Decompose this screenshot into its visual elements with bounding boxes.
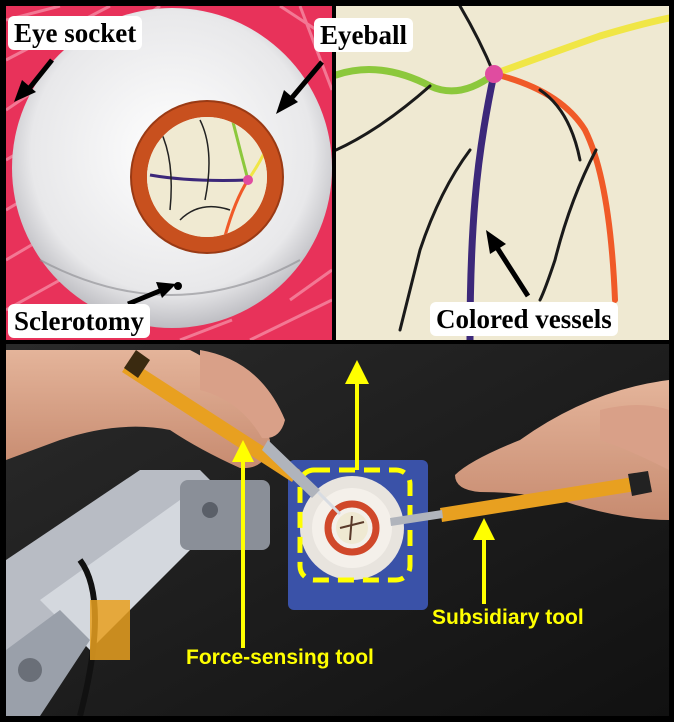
- vessel-black-5: [538, 148, 598, 302]
- label-sclerotomy: Sclerotomy: [8, 304, 150, 338]
- sclerotomy-port: [174, 282, 182, 290]
- robot-arm: [6, 470, 270, 716]
- panel-surgical-setup: [6, 344, 669, 716]
- label-eye-socket: Eye socket: [8, 16, 143, 50]
- eyeball-ring: [131, 101, 283, 253]
- label-subsidiary-tool: Subsidiary tool: [432, 606, 584, 629]
- vessel-black-3: [398, 148, 472, 332]
- label-force-sensing-tool: Force-sensing tool: [186, 646, 374, 669]
- yellow-arrows: [232, 360, 495, 648]
- subsidiary-tool: [390, 471, 652, 526]
- vessel-orange: [491, 71, 618, 303]
- vessel-black-2: [336, 84, 432, 152]
- vessel-blue: [466, 70, 498, 340]
- vessel-yellow: [490, 14, 669, 78]
- vessel-junction: [485, 65, 503, 83]
- vessel-black-4: [538, 88, 582, 162]
- label-eyeball: Eyeball: [314, 18, 414, 52]
- panel-colored-vessels: [336, 6, 669, 340]
- label-colored-vessels: Colored vessels: [430, 302, 618, 336]
- panel-eye-closeup: [6, 6, 332, 340]
- callout-arrows: [14, 58, 531, 307]
- force-sensing-tool: [122, 350, 342, 516]
- left-hand: [6, 350, 285, 469]
